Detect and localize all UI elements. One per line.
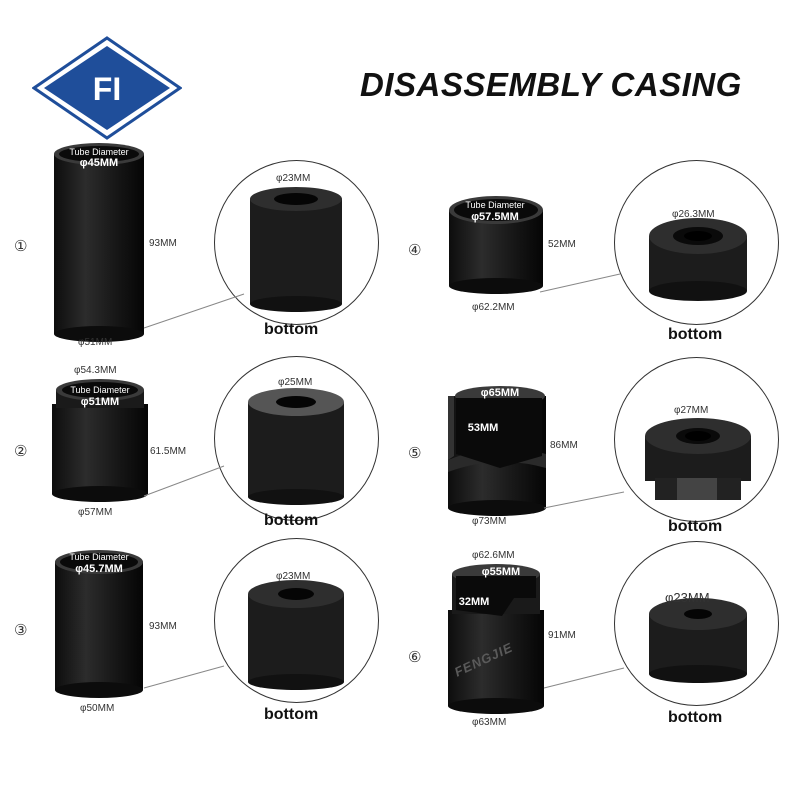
bottom-view-1 xyxy=(214,160,379,325)
bottom-hole-diameter: φ23MM xyxy=(665,590,710,605)
outer-diameter: φ73MM xyxy=(472,516,507,527)
callout-line-1 xyxy=(143,293,245,329)
bottom-label: bottom xyxy=(668,518,723,535)
inner-diameter: φ65MM xyxy=(480,387,520,399)
bottom-hole-diameter: φ23MM xyxy=(276,571,311,582)
casing-6-image xyxy=(448,564,544,714)
item-index: ④ xyxy=(408,242,422,259)
inner-diameter: φ51MM xyxy=(80,396,120,408)
height-dimension: 61.5MM xyxy=(150,446,187,457)
logo-text: FI xyxy=(93,71,121,107)
bottom-label: bottom xyxy=(668,709,723,726)
top-outer-diameter: φ54.3MM xyxy=(74,365,117,376)
bottom-label: bottom xyxy=(264,512,319,529)
casing-1-image xyxy=(54,143,144,342)
height-dimension: 86MM xyxy=(550,440,578,451)
company-logo: FI xyxy=(32,36,182,140)
casing-5-image xyxy=(448,386,546,516)
slot-height: 32MM xyxy=(458,596,490,608)
bottom-hole-diameter: φ25MM xyxy=(278,377,313,388)
bottom-label: bottom xyxy=(264,321,319,338)
bottom-view-3 xyxy=(214,538,379,703)
bottom-view-4 xyxy=(614,160,779,325)
bottom-label: bottom xyxy=(264,706,319,723)
outer-diameter: φ51MM xyxy=(78,337,113,348)
height-dimension: 93MM xyxy=(149,238,177,249)
bottom-hole-diameter: φ26.3MM xyxy=(672,209,715,220)
height-dimension: 93MM xyxy=(149,621,177,632)
callout-line-6 xyxy=(543,667,625,689)
inner-diameter: φ45.7MM xyxy=(75,563,123,575)
outer-diameter: φ57MM xyxy=(78,507,113,518)
top-outer-diameter: φ62.6MM xyxy=(472,550,515,561)
bottom-view-6 xyxy=(614,541,779,706)
height-dimension: 52MM xyxy=(548,239,576,250)
inner-diameter: φ45MM xyxy=(79,157,119,169)
tube-diameter-label: Tube Diameter xyxy=(69,552,129,562)
outer-diameter: φ63MM xyxy=(472,717,507,728)
item-index: ① xyxy=(14,238,28,255)
tube-diameter-label: Tube Diameter xyxy=(69,147,129,157)
bottom-view-2 xyxy=(214,356,379,521)
bottom-hole-diameter: φ23MM xyxy=(276,173,311,184)
casing-2-image xyxy=(52,379,148,502)
inner-diameter: φ57.5MM xyxy=(471,211,519,223)
callout-line-4 xyxy=(539,273,621,293)
inner-diameter: φ55MM xyxy=(481,566,521,578)
tube-diameter-label: Tube Diameter xyxy=(465,200,525,210)
bottom-view-5 xyxy=(614,357,779,522)
item-index: ② xyxy=(14,443,28,460)
bottom-hole-diameter: φ27MM xyxy=(674,405,709,416)
outer-diameter: φ62.2MM xyxy=(472,302,515,313)
callout-line-5 xyxy=(543,491,625,509)
slot-height: 53MM xyxy=(467,422,499,434)
item-index: ③ xyxy=(14,622,28,639)
casing-3-image xyxy=(55,550,143,698)
item-index: ⑤ xyxy=(408,445,422,462)
callout-line-2 xyxy=(143,465,225,497)
bottom-label: bottom xyxy=(668,326,723,343)
outer-diameter: φ50MM xyxy=(80,703,115,714)
callout-line-3 xyxy=(143,665,225,689)
casing-4-image xyxy=(449,196,543,294)
item-index: ⑥ xyxy=(408,649,422,666)
page-title: DISASSEMBLY CASING xyxy=(360,66,742,103)
height-dimension: 91MM xyxy=(548,630,576,641)
tube-diameter-label: Tube Diameter xyxy=(70,385,130,395)
